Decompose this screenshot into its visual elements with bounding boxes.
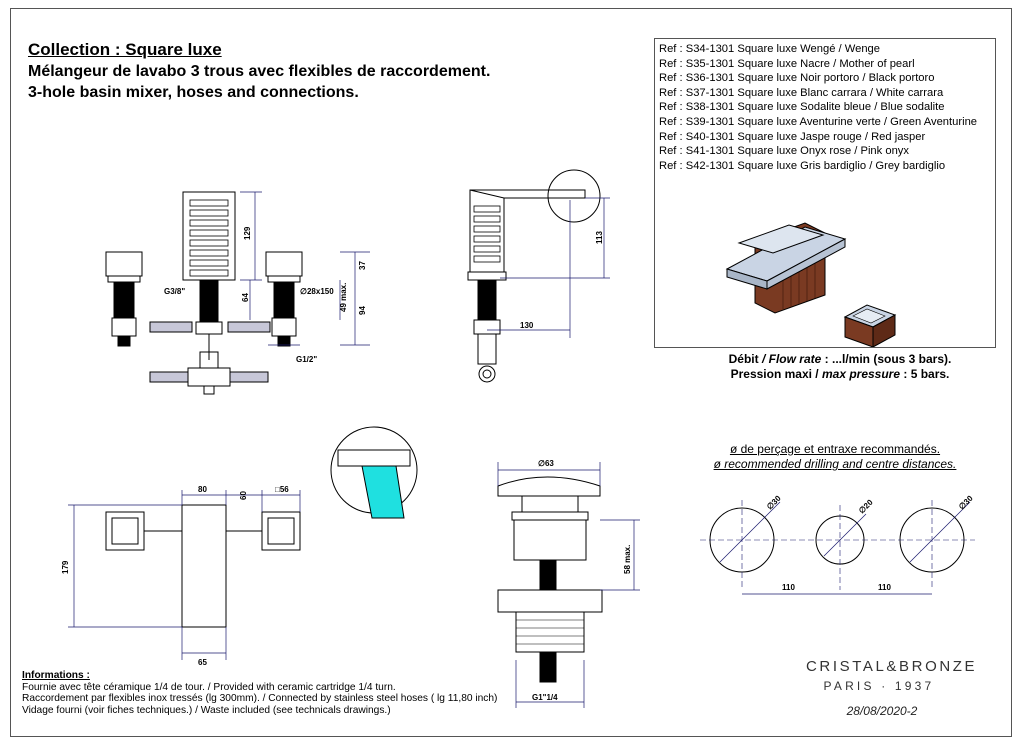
dim-110a: 110 [782, 583, 795, 592]
dim-63: ∅63 [538, 459, 554, 468]
dim-49max: 49 max. [339, 283, 348, 312]
drilling-diagram [700, 500, 975, 595]
document-date: 28/08/2020-2 [846, 704, 918, 718]
product-3d-render [725, 222, 897, 347]
collection-title: Collection : Square luxe [28, 40, 222, 59]
flow-rate-line: Débit / Flow rate : ...l/min (sous 3 bar… [728, 352, 952, 366]
drilling-title-fr: ø de perçage et entraxe recommandés. [729, 442, 941, 456]
information-line: Fournie avec tête céramique 1/4 de tour.… [22, 681, 396, 693]
reference-list: Ref : S34-1301 Square luxe Wengé / Wenge… [659, 42, 977, 173]
dim-56: □56 [275, 485, 289, 494]
dim-circle-30a: ∅30 [765, 493, 783, 511]
dim-28x150: ∅28x150 [300, 287, 334, 296]
side-view [467, 169, 601, 383]
dim-179: 179 [61, 560, 70, 574]
dim-37: 37 [358, 261, 367, 270]
reference-item: Ref : S42-1301 Square luxe Gris bardigli… [659, 159, 946, 172]
reference-item: Ref : S37-1301 Square luxe Blanc carrara… [659, 86, 944, 99]
waste-view [497, 476, 603, 683]
dim-g114: G1"1/4 [532, 693, 558, 702]
reference-item: Ref : S38-1301 Square luxe Sodalite bleu… [659, 101, 945, 114]
side-dimensions [487, 197, 610, 338]
information-title: Informations : [22, 670, 90, 681]
flow-rate-info: Débit / Flow rate : ...l/min (sous 3 bar… [700, 352, 980, 382]
reference-item: Ref : S34-1301 Square luxe Wengé / Wenge [659, 43, 880, 55]
dim-circle-30b: ∅30 [957, 493, 975, 511]
product-title-fr: Mélangeur de lavabo 3 trous avec flexibl… [28, 63, 491, 80]
dim-80: 80 [198, 485, 207, 494]
brand-logo: CRISTAL&BRONZE PARIS · 1937 [806, 658, 978, 693]
dim-g12: G1/2" [296, 355, 317, 364]
drilling-title: ø de perçage et entraxe recommandés. ø r… [690, 442, 980, 472]
pressure-line: Pression maxi / max pressure : 5 bars. [730, 367, 950, 381]
front-view [105, 191, 303, 395]
dim-110b: 110 [878, 583, 891, 592]
reference-item: Ref : S40-1301 Square luxe Jaspe rouge /… [659, 130, 926, 143]
dim-circle-20: ∅20 [857, 497, 875, 515]
information-line: Raccordement par flexibles inox tressés … [22, 693, 498, 704]
title-block: Collection : Square luxe Mélangeur de la… [28, 40, 490, 104]
top-view [105, 504, 301, 628]
dim-65: 65 [198, 658, 207, 667]
dim-130: 130 [520, 321, 534, 330]
waste-dimensions [497, 462, 640, 708]
information-line: Vidage fourni (voir fiches techniques.) … [22, 704, 391, 716]
dim-g38: G3/8" [164, 287, 185, 296]
dim-64: 64 [241, 293, 250, 302]
reference-item: Ref : S35-1301 Square luxe Nacre / Mothe… [659, 57, 915, 70]
dim-60: 60 [239, 491, 248, 500]
reference-item: Ref : S39-1301 Square luxe Aventurine ve… [659, 115, 978, 128]
reference-item: Ref : S41-1301 Square luxe Onyx rose / P… [659, 145, 909, 158]
top-dimensions [68, 490, 301, 660]
dim-94: 94 [358, 306, 367, 315]
dim-129: 129 [243, 226, 252, 240]
drawing-frame [10, 8, 1012, 737]
cartridge-detail [330, 426, 418, 519]
dim-58max: 58 max. [623, 545, 632, 574]
product-title-en: 3-hole basin mixer, hoses and connection… [28, 84, 359, 101]
information-block: Informations : Fournie avec tête céramiq… [22, 670, 497, 716]
dim-113: 113 [595, 231, 604, 244]
brand-city: PARIS · 1937 [823, 679, 935, 693]
brand-name: CRISTAL&BRONZE [806, 658, 978, 675]
drilling-title-en: ø recommended drilling and centre distan… [713, 457, 957, 471]
front-dimensions [240, 191, 370, 346]
reference-box: Ref : S34-1301 Square luxe Wengé / Wenge… [654, 38, 996, 348]
reference-item: Ref : S36-1301 Square luxe Noir portoro … [659, 72, 935, 85]
